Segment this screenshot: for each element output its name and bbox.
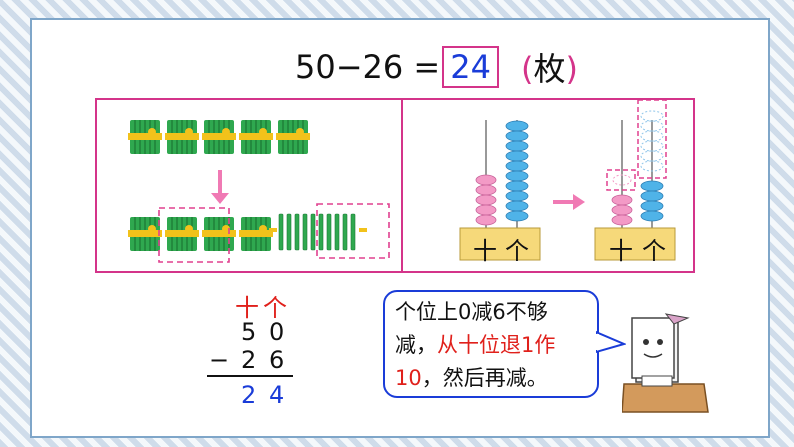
result-line <box>207 375 293 377</box>
equation-expression: 50−26 = <box>295 48 441 86</box>
equation-answer: 24 <box>442 46 499 88</box>
abacus-left-tens-label: 十 <box>473 237 497 265</box>
subtrahend-ones: 6 <box>269 346 285 374</box>
speech-bubble: 个位上0减6不够 减，从十位退1作 10，然后再减。 <box>383 290 599 398</box>
equation-unit: (枚) <box>521 44 578 90</box>
abacus-left <box>459 120 541 261</box>
abacus-illustration <box>459 100 676 261</box>
bundle-bottom-4 <box>238 216 274 252</box>
unit-open-paren: ( <box>520 50 534 88</box>
tens-header: 十 <box>235 294 259 322</box>
result-tens: 2 <box>241 381 257 409</box>
abacus-right-ones-label: 个 <box>642 237 666 265</box>
minuend-ones: 0 <box>269 318 285 346</box>
loose-sticks <box>269 213 367 251</box>
minuend-tens: 5 <box>241 318 257 346</box>
abacus-left-ones-label: 个 <box>505 237 529 265</box>
abacus-right <box>594 100 676 261</box>
ones-header: 个 <box>263 294 287 322</box>
bubble-line-3: 10，然后再减。 <box>395 366 548 390</box>
bundle-bottom-3 <box>201 216 237 252</box>
down-arrow-icon <box>211 170 229 204</box>
illustration-divider <box>401 100 403 271</box>
right-arrow-icon <box>553 194 585 210</box>
abacus-right-tens-label: 十 <box>609 237 633 265</box>
sticks-taken-highlight <box>316 203 390 259</box>
equation: 50−26 = 24 (枚) <box>295 44 578 90</box>
bundle-bottom-1 <box>127 216 163 252</box>
bundle-bottom-2 <box>164 216 200 252</box>
stick-bundles-illustration <box>127 119 390 263</box>
bundle-top-5 <box>275 119 311 155</box>
subtrahend-tens: 2 <box>241 346 257 374</box>
bubble-line-1: 个位上0减6不够 <box>395 300 548 324</box>
bubble-line-2: 减，从十位退1作 <box>395 333 556 357</box>
cartoon-book-character <box>622 313 709 413</box>
minus-sign: − <box>209 346 230 374</box>
bundle-top-3 <box>201 119 237 155</box>
bundles-taken-highlight <box>158 207 230 263</box>
unit-close-paren: ) <box>565 50 578 88</box>
bundle-top-1 <box>127 119 163 155</box>
illustration-box: 十 个 十 个 <box>95 98 695 273</box>
unit-text: 枚 <box>533 50 566 88</box>
bubble-tail-icon <box>596 330 626 354</box>
result-ones: 4 <box>269 381 285 409</box>
bundle-top-4 <box>238 119 274 155</box>
bundle-top-2 <box>164 119 200 155</box>
